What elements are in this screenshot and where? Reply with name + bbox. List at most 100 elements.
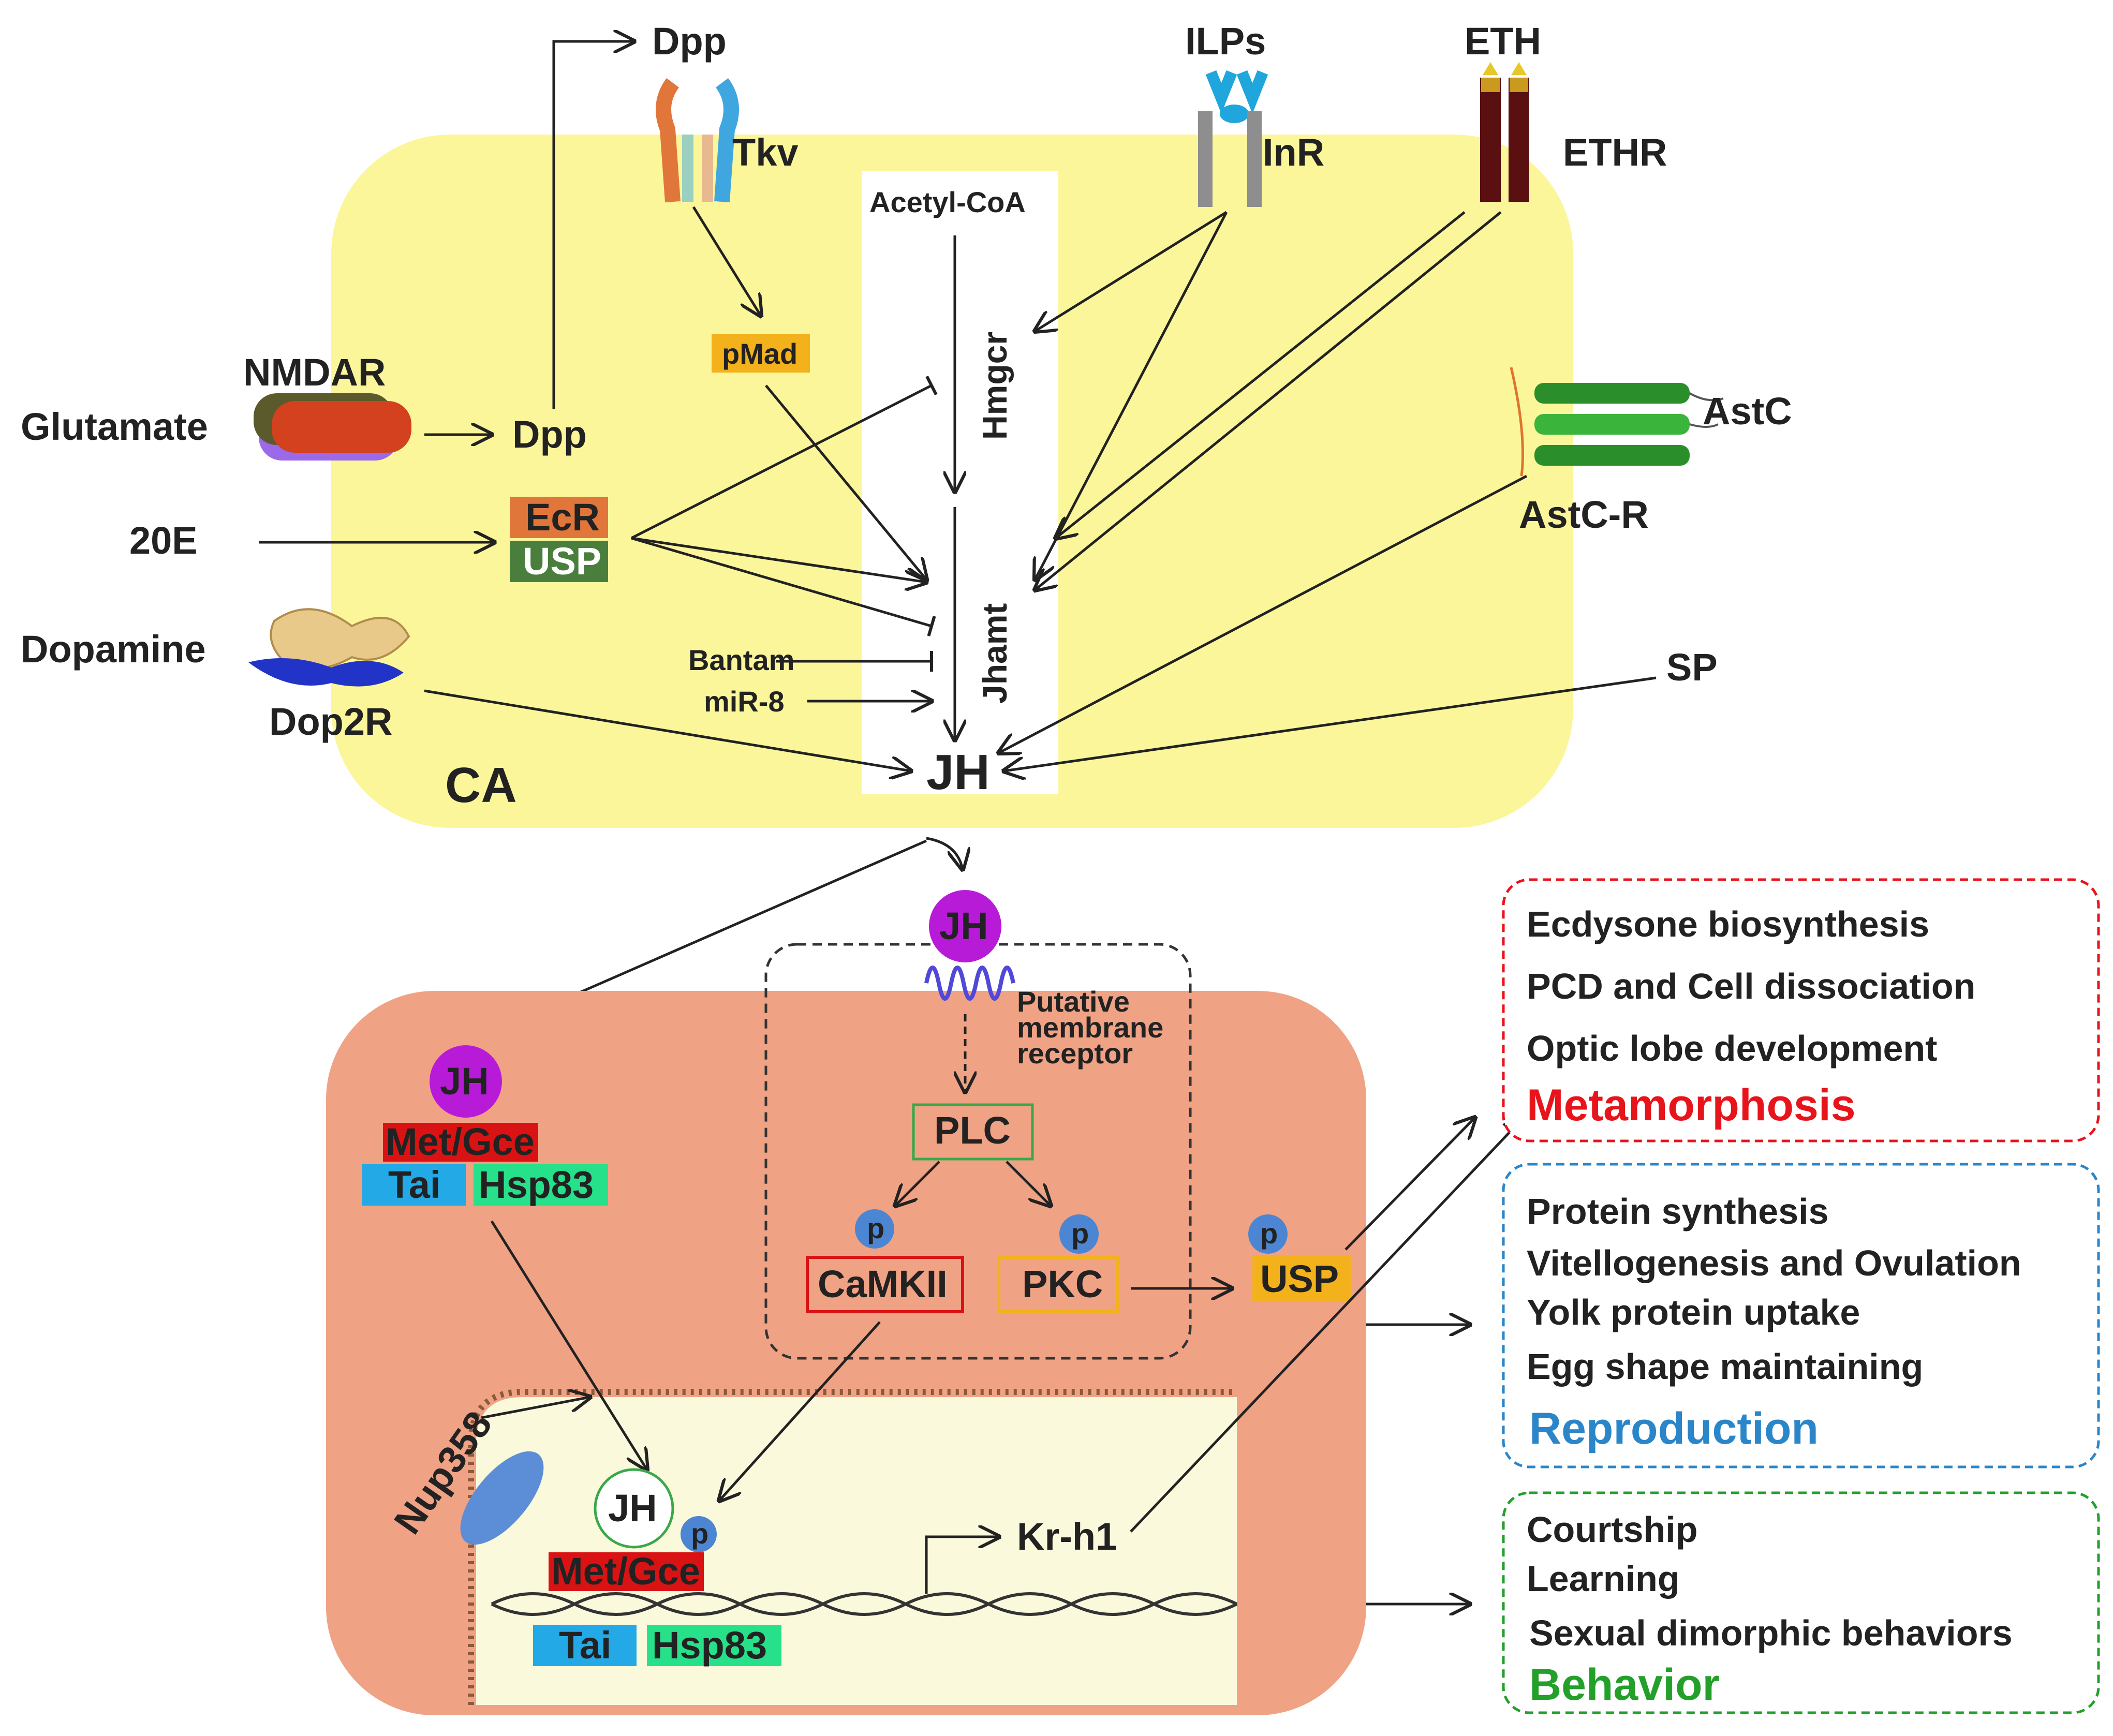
kr-h1-inhibits-metamorphosis xyxy=(1130,1122,1520,1533)
camkii-box xyxy=(806,1256,964,1313)
ecr-inhibits-hmgcr xyxy=(630,375,938,540)
reproduction-item-1: Protein synthesis xyxy=(1527,1191,1829,1231)
behavior-item-2: Learning xyxy=(1527,1559,1680,1599)
nup358-to-envelope-arrow xyxy=(481,1397,590,1419)
metamorphosis-title: Metamorphosis xyxy=(1527,1080,1856,1130)
tkv-label: Tkv xyxy=(732,131,799,174)
usp-ca-box xyxy=(510,541,608,582)
dop2r-icon xyxy=(248,608,410,687)
reproduction-item-2: Vitellogenesis and Ovulation xyxy=(1527,1243,2021,1283)
pkc-label: PKC xyxy=(1022,1263,1103,1305)
inr-label: InR xyxy=(1263,131,1324,174)
met-gce-nuclear-box xyxy=(549,1552,704,1591)
camkii-p-label: p xyxy=(867,1212,884,1244)
hsp83-nuclear-box xyxy=(647,1625,781,1666)
nuclear-p-label: p xyxy=(691,1517,708,1550)
membrane-receptor-line-2: membrane xyxy=(1017,1011,1163,1044)
nmdar-icon xyxy=(254,393,411,461)
ecr-box xyxy=(510,497,608,538)
reproduction-title: Reproduction xyxy=(1529,1404,1819,1453)
pmad-to-jhamt-arrow xyxy=(765,384,926,580)
membrane-pathway-box xyxy=(764,943,1192,1360)
ilps-label: ILPs xyxy=(1185,20,1266,63)
usp-ca-label: USP xyxy=(523,540,601,583)
ecr-inhibits-jhamt xyxy=(631,537,936,637)
tkv-to-pmad-arrow xyxy=(692,206,761,316)
dop2r-label: Dop2R xyxy=(269,700,392,743)
sp-label: SP xyxy=(1666,646,1718,689)
hmgcr-label: Hmgcr xyxy=(976,332,1014,440)
kr-h1-label: Kr-h1 xyxy=(1017,1515,1117,1558)
glutamate-label: Glutamate xyxy=(21,405,208,448)
hsp83-box xyxy=(474,1164,608,1206)
ca-label: CA xyxy=(445,758,517,813)
pkc-box xyxy=(997,1256,1119,1313)
metamorphosis-item-1: Ecdysone biosynthesis xyxy=(1527,904,1929,944)
usp-target-label: USP xyxy=(1260,1257,1339,1300)
dpp-top-label: Dpp xyxy=(652,20,727,63)
ca-jh-label: JH xyxy=(926,745,990,800)
astcr-to-jh-arrow xyxy=(999,474,1528,753)
mir8-label: miR-8 xyxy=(704,685,785,718)
complex-to-nucleus-arrow xyxy=(490,1220,647,1470)
dop2r-to-jh-arrow xyxy=(424,689,911,771)
plc-to-pkc-arrow xyxy=(1006,1161,1051,1206)
behavior-title: Behavior xyxy=(1529,1660,1720,1710)
tai-nuclear-box xyxy=(533,1625,637,1666)
behavior-item-1: Courtship xyxy=(1527,1509,1698,1550)
jhamt-label: Jhamt xyxy=(976,603,1014,704)
dpp-mid-label: Dpp xyxy=(512,413,587,456)
pmad-box xyxy=(712,334,810,373)
jh-nuclear-label: JH xyxy=(608,1487,657,1530)
20e-label: 20E xyxy=(129,519,198,562)
nmdar-label: NMDAR xyxy=(243,351,386,394)
jh-left-circle xyxy=(430,1045,502,1118)
tkv-receptor-icon xyxy=(656,78,739,203)
ecr-label: EcR xyxy=(525,496,600,539)
dpp-secretion-arrow xyxy=(552,41,634,409)
astc-receptor-icon xyxy=(1510,367,1724,477)
camkii-label: CaMKII xyxy=(818,1263,948,1305)
camkii-p-circle xyxy=(855,1209,894,1249)
tai-label: Tai xyxy=(388,1163,440,1206)
membrane-receptor-icon xyxy=(924,966,1015,1001)
camkii-to-nuclear-jh-arrow xyxy=(719,1321,881,1501)
insulin-receptor-icon xyxy=(1198,70,1268,207)
nuclear-p-circle xyxy=(681,1516,717,1552)
behavior-item-3: Sexual dimorphic behaviors xyxy=(1529,1613,2013,1653)
met-gce-nuclear-label: Met/Gce xyxy=(551,1550,700,1593)
acetyl-coa-label: Acetyl-CoA xyxy=(869,186,1026,218)
plc-label: PLC xyxy=(934,1109,1011,1152)
met-gce-label: Met/Gce xyxy=(386,1120,535,1163)
jh-release-arrow xyxy=(926,837,963,869)
plc-box xyxy=(912,1103,1034,1161)
hsp83-label: Hsp83 xyxy=(479,1163,594,1206)
pmad-label: pMad xyxy=(722,337,797,370)
nup358-icon xyxy=(460,1451,544,1545)
eth-receptor-icon xyxy=(1480,62,1529,202)
jh-left-label: JH xyxy=(440,1060,489,1103)
pkc-p-label: p xyxy=(1071,1217,1089,1250)
membrane-receptor-line-3: receptor xyxy=(1017,1037,1133,1070)
usp-to-metamorphosis-arrow xyxy=(1344,1118,1475,1251)
sp-to-jh-arrow xyxy=(1004,676,1657,771)
reproduction-item-4: Egg shape maintaining xyxy=(1527,1346,1923,1387)
inr-to-hmgcr-arrow xyxy=(1035,211,1228,331)
behavior-box xyxy=(1502,1491,2100,1714)
ethr-to-jhamt-arrow xyxy=(1056,211,1466,538)
reproduction-item-3: Yolk protein uptake xyxy=(1527,1292,1860,1332)
metamorphosis-item-3: Optic lobe development xyxy=(1527,1028,1937,1069)
plc-to-camkii-arrow xyxy=(895,1161,940,1206)
usp-p-label: p xyxy=(1260,1217,1278,1250)
tai-nuclear-label: Tai xyxy=(559,1624,611,1667)
ecr-to-jhamt-arrow xyxy=(631,537,926,582)
usp-p-circle xyxy=(1248,1214,1288,1254)
dna-helix xyxy=(491,1592,1238,1616)
kr-h1-transcription-arrow xyxy=(925,1537,999,1594)
jh-nuclear-circle xyxy=(594,1468,674,1549)
astc-r-label: AstC-R xyxy=(1519,493,1649,536)
jh-top-label: JH xyxy=(939,904,988,947)
usp-target-box xyxy=(1252,1255,1351,1301)
astc-label: AstC xyxy=(1703,390,1792,433)
